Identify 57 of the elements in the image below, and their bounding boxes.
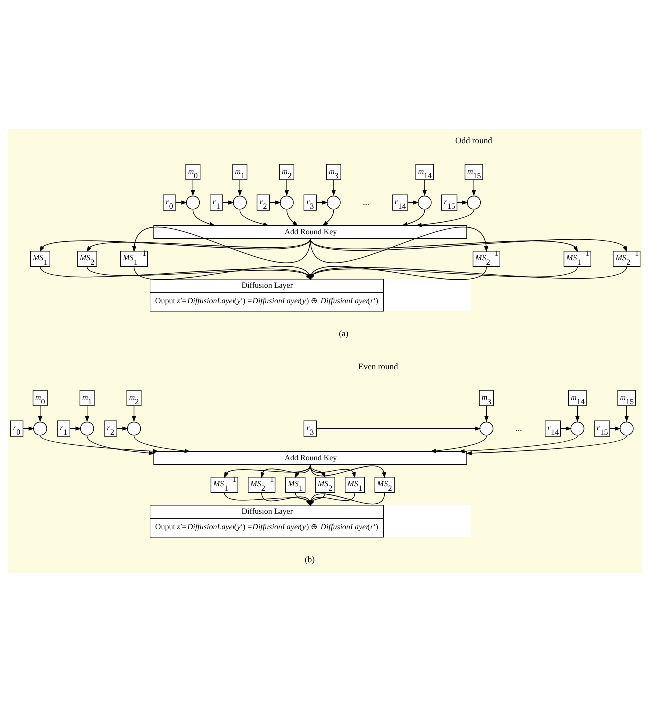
arrow bbox=[132, 227, 311, 264]
arrow bbox=[310, 464, 356, 478]
arrow bbox=[40, 436, 160, 454]
arrow bbox=[284, 180, 290, 196]
node-circle bbox=[186, 196, 200, 210]
arrow bbox=[192, 210, 216, 226]
label: ... bbox=[363, 196, 370, 207]
arrow bbox=[132, 406, 136, 422]
node-circle bbox=[620, 422, 634, 436]
arrow bbox=[332, 180, 336, 196]
arrow bbox=[310, 464, 386, 478]
node-circle bbox=[467, 196, 482, 210]
arrow bbox=[310, 238, 628, 252]
arrow bbox=[240, 210, 270, 227]
arrow bbox=[86, 238, 311, 252]
arrow bbox=[87, 436, 156, 456]
arrow bbox=[286, 210, 298, 226]
arrow bbox=[238, 180, 242, 196]
label: (b) bbox=[305, 554, 316, 564]
node-circle bbox=[233, 196, 248, 210]
node-circle bbox=[570, 422, 585, 436]
arrow bbox=[422, 180, 427, 196]
node-box: Add Round Key bbox=[154, 225, 468, 240]
arrow bbox=[224, 464, 311, 478]
arrow bbox=[402, 210, 426, 226]
arrow bbox=[310, 464, 326, 478]
arrow bbox=[316, 426, 482, 431]
node-circle bbox=[34, 422, 48, 436]
arrow bbox=[416, 210, 474, 228]
arrow bbox=[624, 406, 629, 422]
arrow bbox=[430, 436, 488, 454]
arrow bbox=[85, 406, 90, 422]
arrow bbox=[466, 436, 628, 456]
label: Even round bbox=[358, 362, 398, 372]
node-circle bbox=[418, 196, 432, 210]
arrow bbox=[191, 180, 196, 196]
arrow bbox=[472, 180, 476, 196]
arrow bbox=[38, 406, 42, 422]
arrow bbox=[40, 238, 311, 252]
node-circle bbox=[127, 422, 142, 436]
node-circle bbox=[327, 196, 341, 210]
node-circle bbox=[80, 422, 94, 436]
node-box: Add Round Key bbox=[154, 451, 468, 466]
node-circle bbox=[280, 196, 294, 210]
arrow bbox=[295, 464, 311, 478]
arrow bbox=[134, 436, 191, 454]
label: ... bbox=[516, 422, 522, 433]
label: (a) bbox=[339, 328, 349, 338]
arrow bbox=[322, 210, 334, 226]
arrow bbox=[310, 238, 578, 252]
arrow bbox=[576, 406, 580, 422]
arrow bbox=[260, 464, 311, 478]
arrow bbox=[458, 436, 578, 454]
label: Odd round bbox=[456, 136, 492, 146]
arrow bbox=[484, 406, 489, 422]
arrow bbox=[310, 227, 489, 264]
node-circle bbox=[480, 422, 494, 436]
